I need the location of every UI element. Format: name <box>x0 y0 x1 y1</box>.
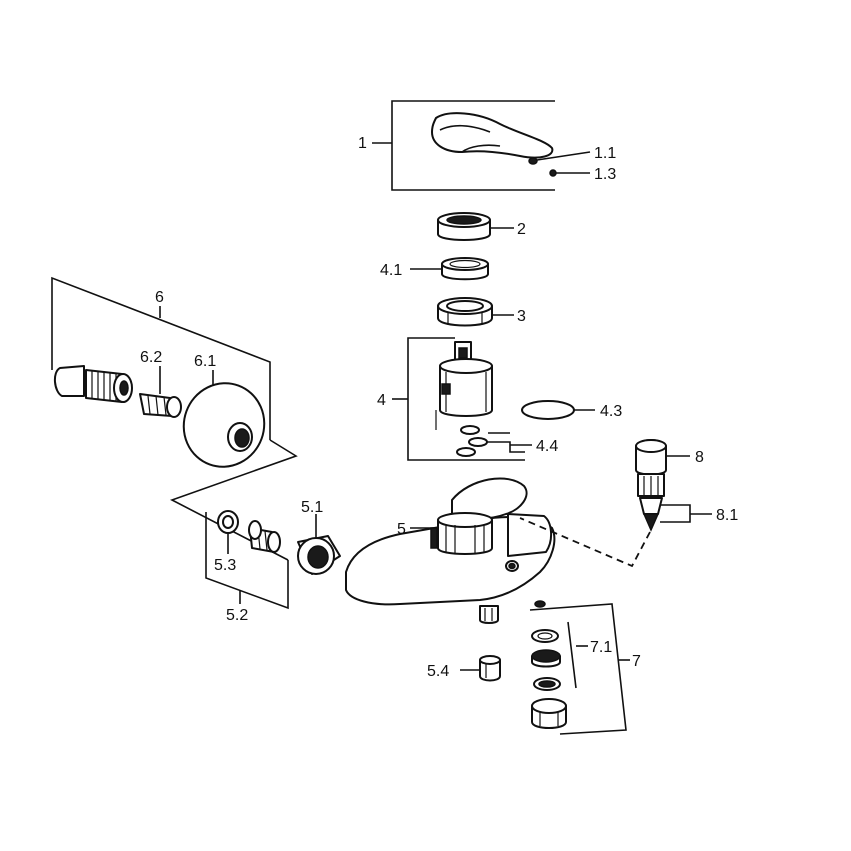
part-3-nut <box>437 297 514 327</box>
callout-1: 1 <box>358 135 367 152</box>
part-5-4-sleeve <box>460 655 501 682</box>
callout-1-3: 1.3 <box>594 166 616 183</box>
callout-3: 3 <box>517 308 526 325</box>
part-8-diverter <box>519 439 712 568</box>
callout-6: 6 <box>155 289 164 306</box>
callout-5-4: 5.4 <box>427 663 449 680</box>
callout-labels: 1 1.1 1.3 2 4.1 3 4 4.3 4.4 6 6.2 6.1 8 … <box>140 135 738 680</box>
part-1-lever-handle <box>372 100 591 191</box>
callout-6-2: 6.2 <box>140 349 162 366</box>
part-7-aerator <box>529 603 630 735</box>
callout-5: 5 <box>397 521 406 538</box>
part-5-2-group-frame <box>169 439 341 610</box>
callout-8-1: 8.1 <box>716 507 738 524</box>
callout-5-2: 5.2 <box>226 607 248 624</box>
callout-4-3: 4.3 <box>600 403 622 420</box>
part-5-faucet-body <box>345 477 556 624</box>
callout-8: 8 <box>695 449 704 466</box>
part-6-wall-connection <box>51 276 271 468</box>
callout-4: 4 <box>377 392 386 409</box>
callout-5-3: 5.3 <box>214 557 236 574</box>
callout-4-4: 4.4 <box>536 438 558 455</box>
callout-7-1: 7.1 <box>590 639 612 656</box>
part-2-cap-ring <box>437 212 514 241</box>
callout-5-1: 5.1 <box>301 499 323 516</box>
callout-4-1: 4.1 <box>380 262 402 279</box>
callout-2: 2 <box>517 221 526 238</box>
part-4-cartridge <box>392 337 595 461</box>
callout-7: 7 <box>632 653 641 670</box>
part-4-1-ring <box>410 257 489 281</box>
callout-6-1: 6.1 <box>194 353 216 370</box>
callout-1-1: 1.1 <box>594 145 616 162</box>
